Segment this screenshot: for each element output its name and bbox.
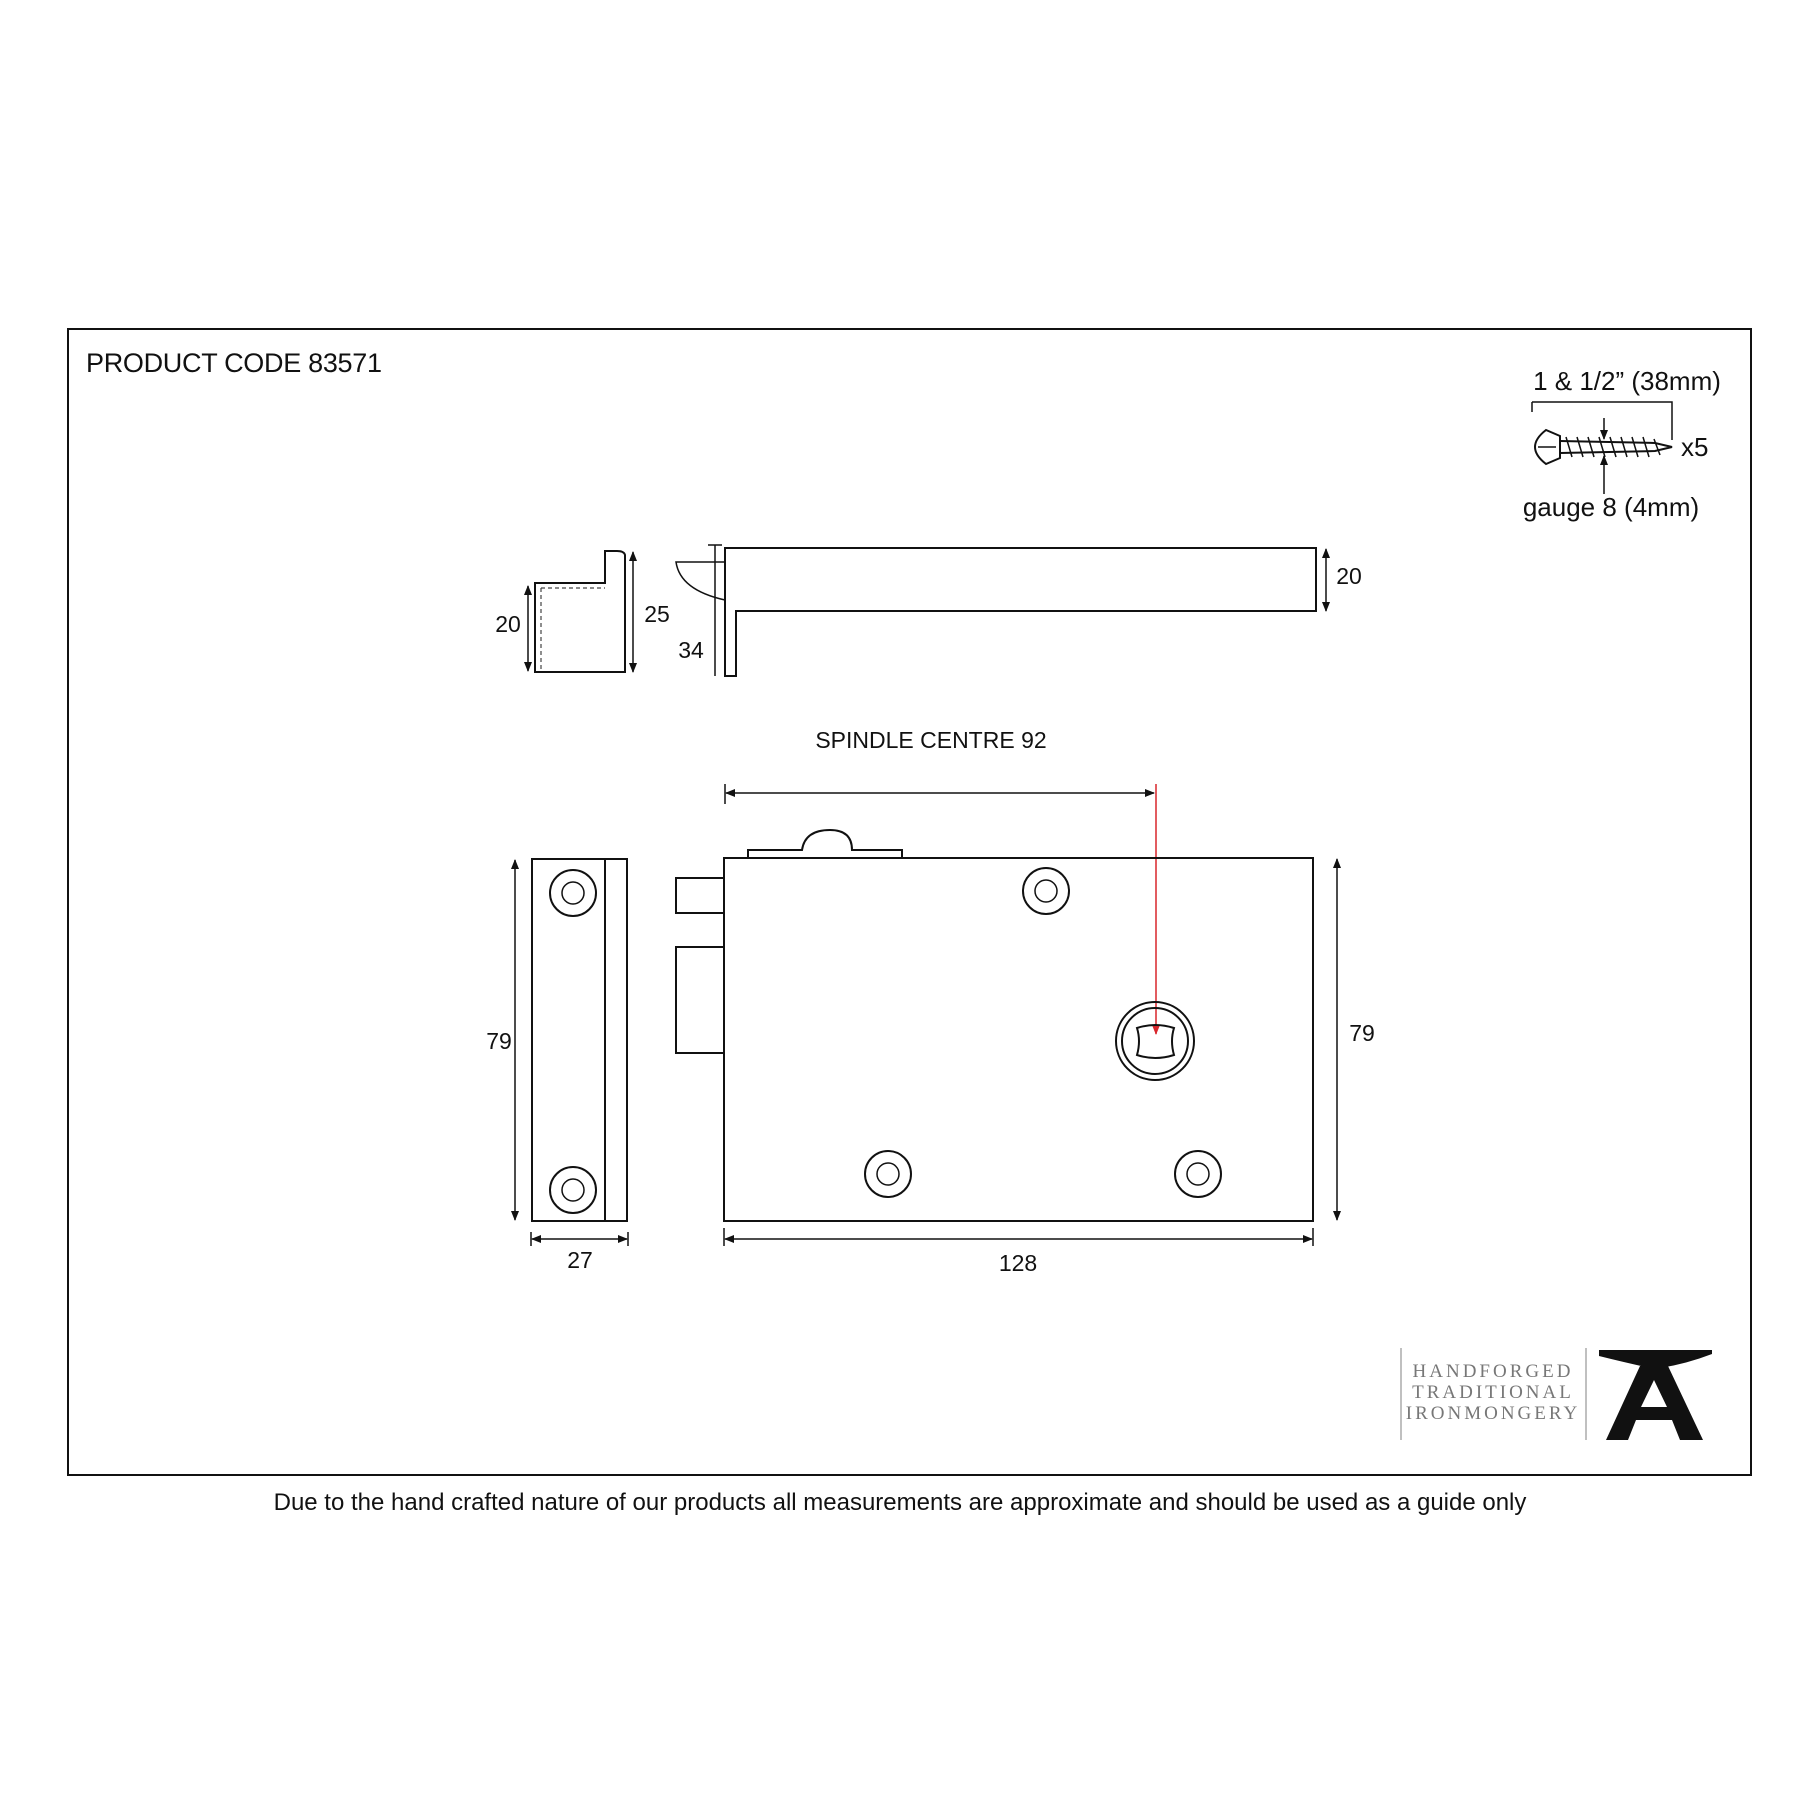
spindle-hole-icon: [1115, 1001, 1195, 1081]
drawing-frame: [67, 328, 1752, 1476]
keep-front-height-label: 20: [495, 611, 521, 637]
case-screw-hole-icon: [1174, 1150, 1222, 1198]
spindle-centre-label: SPINDLE CENTRE 92: [815, 727, 1046, 753]
dead-bolt: [675, 946, 725, 1054]
keep-front-view: 79 27: [486, 858, 629, 1273]
bolt-height-label: 34: [678, 637, 704, 663]
brand-line-2: TRADITIONAL: [1412, 1382, 1574, 1403]
latch-bolt: [675, 877, 725, 914]
case-width-label: 128: [999, 1250, 1037, 1276]
screw-length-label: 1 & 1/2” (38mm): [1533, 366, 1721, 396]
keep-screw-hole-icon: [549, 1166, 597, 1214]
keep-width-label: 27: [567, 1247, 593, 1273]
case-front-view: 79 128: [675, 828, 1375, 1276]
screw-quantity-label: x5: [1681, 432, 1708, 462]
case-side-view: 34 20: [675, 544, 1362, 677]
screw-gauge-label: gauge 8 (4mm): [1523, 492, 1699, 522]
keep-height-label: 79: [486, 1028, 512, 1054]
screw-diagram: 1 & 1/2” (38mm) x5 gauge 8 (4mm): [1523, 366, 1721, 522]
brand-block: HANDFORGED TRADITIONAL IRONMONGERY: [1400, 1348, 1712, 1440]
keep-side-height-label: 25: [644, 601, 670, 627]
disclaimer-text: Due to the hand crafted nature of our pr…: [273, 1489, 1527, 1516]
brand-line-3: IRONMONGERY: [1406, 1403, 1580, 1424]
keep-side-view: 20 25: [495, 550, 670, 673]
spindle-centre-dimension: SPINDLE CENTRE 92: [724, 727, 1160, 1035]
case-screw-hole-icon: [1022, 867, 1070, 915]
screw-icon: [1534, 428, 1673, 466]
product-code: PRODUCT CODE 83571: [86, 348, 382, 378]
anvil-logo-icon: [1599, 1350, 1712, 1440]
brand-line-1: HANDFORGED: [1413, 1361, 1574, 1382]
case-height-label: 79: [1349, 1020, 1375, 1046]
case-screw-hole-icon: [864, 1150, 912, 1198]
screw-length-dimension: [1531, 401, 1673, 440]
case-depth-label: 20: [1336, 563, 1362, 589]
keep-screw-hole-icon: [549, 869, 597, 917]
